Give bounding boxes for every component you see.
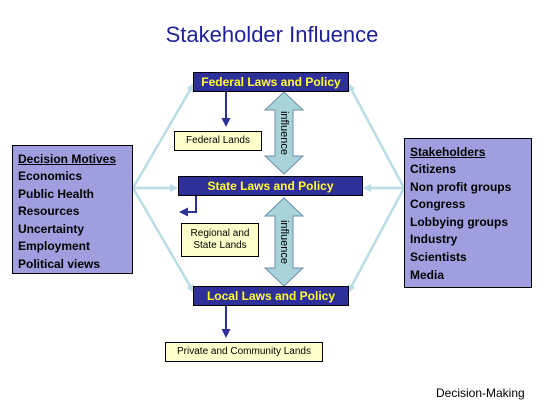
influence-label-lower: influence	[278, 220, 290, 264]
page-title: Stakeholder Influence	[165, 22, 379, 47]
federal-lands-box: Federal Lands	[174, 131, 262, 151]
state-to-lands-arrow	[179, 196, 197, 217]
list-item: Media	[410, 267, 445, 282]
right-connector-lines	[347, 83, 406, 293]
regional-state-lands-box: Regional and State Lands	[181, 223, 259, 257]
list-item: Lobbying groups	[410, 214, 508, 229]
list-item: Uncertainty	[18, 221, 85, 236]
list-item: Resources	[18, 204, 80, 219]
list-item: Citizens	[410, 162, 457, 176]
stakeholders-box: Stakeholders Citizens Non profit groups …	[404, 138, 532, 288]
state-laws-box: State Laws and Policy	[178, 176, 363, 196]
list-item: Industry	[410, 232, 458, 247]
influence-arrow-upper	[263, 91, 305, 175]
decision-motives-box: Decision Motives Economics Public Health…	[12, 145, 133, 274]
federal-laws-box: Federal Laws and Policy	[193, 72, 349, 92]
list-item: Non profit groups	[410, 179, 512, 194]
regional-state-lands-label: Regional and State Lands	[190, 227, 250, 252]
list-item: Congress	[410, 197, 466, 212]
list-item: Employment	[18, 239, 91, 254]
state-laws-label: State Laws and Policy	[207, 179, 334, 193]
footer-label: Decision-Making	[436, 386, 525, 400]
list-item: Economics	[18, 169, 83, 183]
private-community-lands-label: Private and Community Lands	[177, 345, 311, 357]
influence-label-upper: influence	[278, 111, 290, 155]
federal-lands-label: Federal Lands	[186, 134, 250, 146]
stakeholders-header: Stakeholders	[410, 145, 486, 159]
local-laws-label: Local Laws and Policy	[206, 289, 336, 303]
decision-motives-list: Economics Public Health Resources Uncert…	[18, 168, 127, 274]
local-laws-box: Local Laws and Policy	[193, 286, 349, 306]
decision-motives-header: Decision Motives	[18, 152, 117, 166]
private-community-lands-box: Private and Community Lands	[165, 342, 323, 362]
list-item: Political views	[18, 256, 101, 271]
federal-laws-label: Federal Laws and Policy	[201, 75, 341, 89]
list-item: Scientists	[410, 249, 467, 264]
left-connector-lines	[131, 83, 195, 293]
down-arrows	[179, 92, 231, 338]
list-item: Public Health	[18, 186, 95, 201]
stakeholders-list: Citizens Non profit groups Congress Lobb…	[410, 161, 526, 284]
